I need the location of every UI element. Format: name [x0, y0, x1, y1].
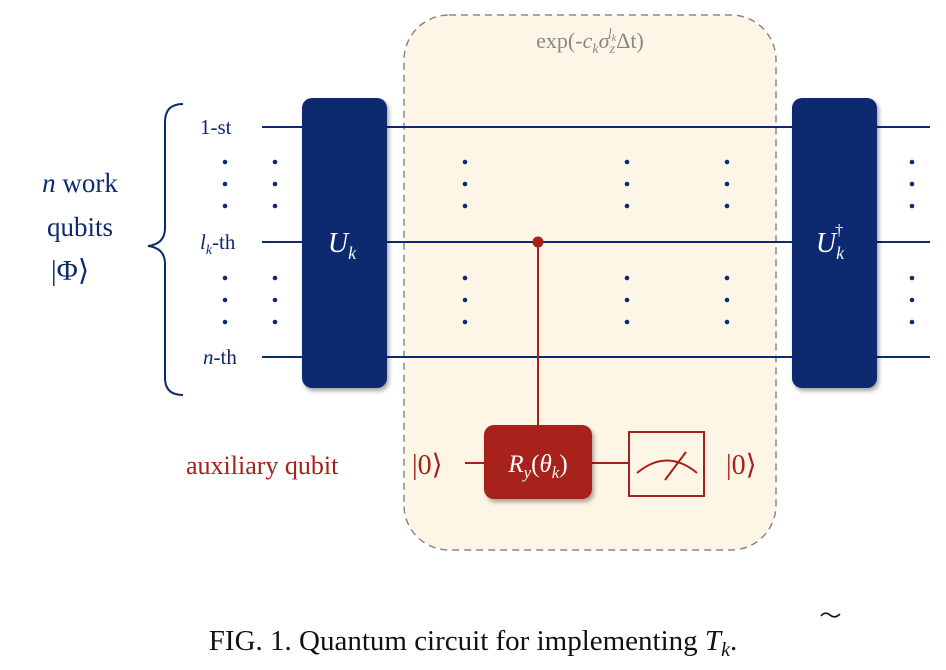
ellipsis-dot — [272, 319, 278, 325]
ellipsis-dot — [222, 275, 228, 281]
ellipsis-dot — [624, 275, 630, 281]
ellipsis-dot — [724, 275, 730, 281]
register-label: n work — [42, 168, 118, 198]
ry-gate: Ry(θk) — [484, 425, 592, 499]
aux-in-state: |0⟩ — [412, 450, 443, 481]
wire-label-n: n-th — [203, 345, 237, 369]
ellipsis-dot — [222, 319, 228, 325]
ellipsis-dots — [222, 159, 915, 325]
ellipsis-dot — [222, 159, 228, 165]
ellipsis-dot — [222, 297, 228, 303]
ellipsis-dot — [462, 159, 468, 165]
control-dot — [532, 236, 544, 248]
ellipsis-dot — [909, 297, 915, 303]
svg-text:Uk†: Uk† — [816, 222, 845, 263]
ellipsis-dot — [724, 181, 730, 187]
ellipsis-dot — [624, 181, 630, 187]
wire-label-lk: lk-th — [200, 230, 236, 258]
ellipsis-dot — [909, 319, 915, 325]
ellipsis-dot — [462, 297, 468, 303]
uk-dagger-gate: Uk† — [792, 98, 877, 388]
ellipsis-dot — [272, 297, 278, 303]
svg-text:Ry(θk): Ry(θk) — [507, 451, 567, 482]
ellipsis-dot — [624, 159, 630, 165]
ellipsis-dot — [462, 275, 468, 281]
ellipsis-dot — [909, 203, 915, 209]
ellipsis-dot — [909, 159, 915, 165]
ellipsis-dot — [624, 297, 630, 303]
ellipsis-dot — [624, 319, 630, 325]
wire-label-1: 1-st — [200, 115, 232, 139]
ellipsis-dot — [272, 159, 278, 165]
ellipsis-dot — [909, 275, 915, 281]
aux-label: auxiliary qubit — [186, 451, 339, 480]
tilde-mark — [820, 612, 841, 618]
register-qubits: qubits — [47, 212, 113, 242]
ellipsis-dot — [624, 203, 630, 209]
meter-icon — [628, 431, 705, 497]
exp-region-label: exp(-ckσzlkΔt) — [536, 27, 644, 57]
ellipsis-dot — [222, 203, 228, 209]
figure-caption: FIG. 1. Quantum circuit for implementing… — [209, 625, 737, 661]
ellipsis-dot — [272, 275, 278, 281]
uk-gate: Uk — [302, 98, 387, 388]
ellipsis-dot — [462, 319, 468, 325]
ellipsis-dot — [222, 181, 228, 187]
ellipsis-dot — [462, 181, 468, 187]
ellipsis-dot — [724, 203, 730, 209]
ellipsis-dot — [909, 181, 915, 187]
svg-text:Uk: Uk — [328, 228, 357, 263]
ellipsis-dot — [462, 203, 468, 209]
register-state: |Φ⟩ — [51, 255, 89, 287]
ellipsis-dot — [724, 159, 730, 165]
aux-out-state: |0⟩ — [726, 450, 757, 481]
ellipsis-dot — [272, 181, 278, 187]
ellipsis-dot — [724, 297, 730, 303]
brace-icon — [147, 103, 184, 396]
ellipsis-dot — [272, 203, 278, 209]
ellipsis-dot — [724, 319, 730, 325]
exp-region-box — [403, 14, 777, 551]
